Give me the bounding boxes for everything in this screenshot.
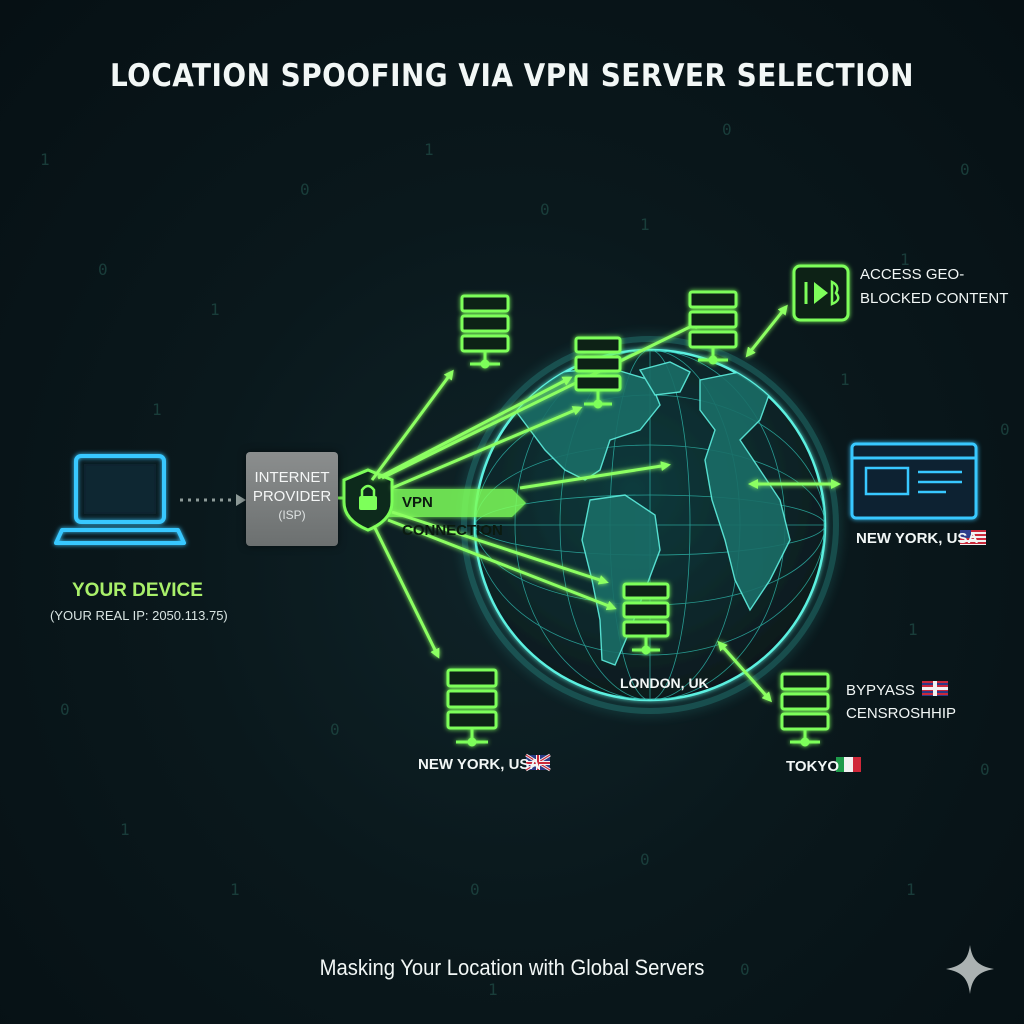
isp-label-line3: (ISP) (278, 508, 306, 522)
us-flag (960, 530, 986, 545)
server-icon-south-america (622, 582, 670, 655)
server-label-tokyo: TOKYO (786, 758, 840, 775)
isp-label-line2: PROVIDER (252, 488, 332, 505)
route-arrow-north-2 (391, 406, 583, 490)
geo-blocked-line2: BLOCKED CONTENT (860, 290, 1009, 307)
uk-flag-censorship (922, 681, 948, 696)
route-arrow-europe (381, 320, 703, 480)
browser-location-label: NEW YORK, USA (856, 530, 979, 547)
censorship-line1: BYPYASS (846, 682, 915, 699)
vpn-connection-label: VPN CONNECTION (402, 494, 503, 539)
server-icon-tokyo (780, 672, 830, 747)
isp-label: INTERNET PROVIDER (ISP) (246, 468, 338, 525)
laptop-icon (54, 454, 186, 545)
globe (461, 336, 839, 714)
uk-flag (525, 753, 551, 772)
route-arrow-south (372, 525, 440, 659)
feature-arrows (717, 304, 841, 703)
shield-lock-icon (342, 468, 394, 532)
browser-window-icon (850, 442, 978, 520)
route-arrow-south-america (391, 510, 609, 585)
media-play-icon (792, 264, 850, 322)
server-icon-bottom-left (446, 668, 498, 747)
italy-flag (836, 757, 861, 772)
vpn-connection-banner (386, 489, 526, 517)
device-to-isp-arrowhead (236, 494, 246, 506)
server-icon-north-america (574, 336, 622, 409)
page-subtitle: Masking Your Location with Global Server… (319, 955, 705, 980)
your-device-label: YOUR DEVICE (72, 580, 203, 601)
censorship-arrow (717, 640, 772, 703)
geo-blocked-arrow (745, 304, 788, 358)
censorship-line2: CENSROSHHIP (846, 705, 957, 722)
route-arrow-north (370, 369, 454, 481)
real-ip-note: (YOUR REAL IP: 2050.113.75) (50, 608, 228, 623)
server-icon-top-left (460, 294, 510, 369)
page-title: LOCATION SPOOFING VIA VPN SERVER SELECTI… (109, 58, 915, 94)
server-icon-europe (688, 290, 738, 365)
server-label-bottom-left: NEW YORK, USA (418, 756, 541, 773)
route-arrow-north-america (377, 376, 573, 480)
isp-label-line1: INTERNET (254, 469, 330, 486)
route-arrow-south-america-2 (387, 518, 617, 611)
geo-blocked-line1: ACCESS GEO- (860, 266, 965, 283)
route-arrow-east (519, 461, 671, 490)
sparkle-icon (946, 945, 994, 994)
vpn-route-arrows (370, 320, 703, 659)
server-label-london: LONDON, UK (620, 675, 709, 691)
isp-box: INTERNET PROVIDER (ISP) (246, 452, 338, 546)
